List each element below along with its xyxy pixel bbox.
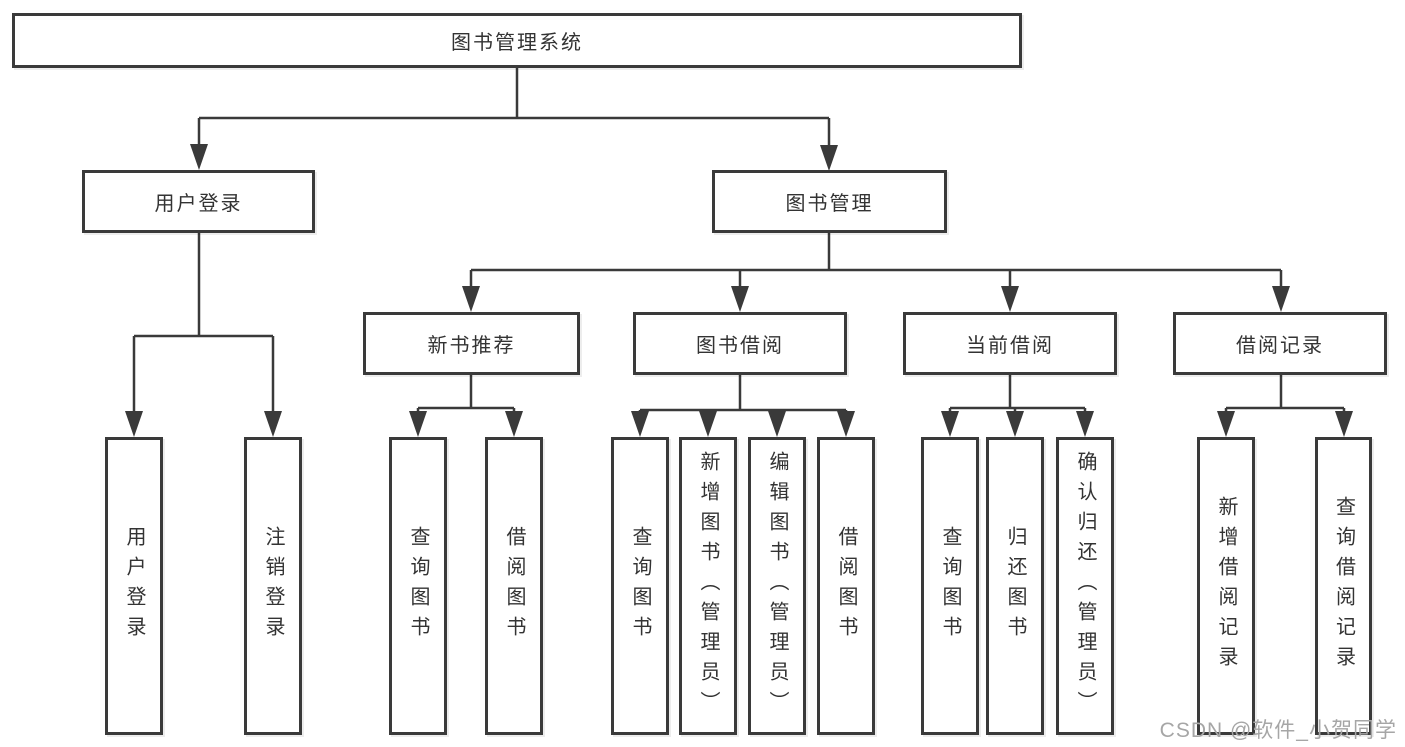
node-bb-add-books-admin-label: 新增图书（管理员） bbox=[697, 451, 719, 721]
connector-book-borrow-branch bbox=[638, 375, 848, 419]
connector-book-mgmt-branch bbox=[469, 233, 1283, 294]
arrow-icon bbox=[699, 411, 717, 437]
node-leaf-logout-label: 注销登录 bbox=[262, 526, 284, 646]
node-current-borrow-label: 当前借阅 bbox=[966, 335, 1054, 357]
node-bb-edit-books-admin-label: 编辑图书（管理员） bbox=[766, 451, 788, 721]
arrow-icon bbox=[631, 411, 649, 437]
node-cb-confirm-return-admin: 确认归还（管理员） bbox=[1056, 437, 1114, 735]
node-root: 图书管理系统 bbox=[12, 13, 1022, 68]
node-book-borrow-label: 图书借阅 bbox=[696, 335, 784, 357]
node-new-book-recommend: 新书推荐 bbox=[363, 312, 580, 375]
node-br-add-record: 新增借阅记录 bbox=[1197, 437, 1255, 735]
node-book-borrow: 图书借阅 bbox=[633, 312, 847, 375]
arrow-icon bbox=[1006, 411, 1024, 437]
node-cb-return-books: 归还图书 bbox=[986, 437, 1044, 735]
arrow-icon bbox=[1217, 411, 1235, 437]
node-leaf-logout: 注销登录 bbox=[244, 437, 302, 735]
arrow-icon bbox=[190, 144, 208, 170]
node-current-borrow: 当前借阅 bbox=[903, 312, 1117, 375]
node-bb-borrow-books: 借阅图书 bbox=[817, 437, 875, 735]
node-nbr-query-books-label: 查询图书 bbox=[407, 526, 429, 646]
node-cb-query-books: 查询图书 bbox=[921, 437, 979, 735]
node-root-label: 图书管理系统 bbox=[451, 32, 583, 54]
connector-user-login-branch bbox=[132, 233, 275, 419]
node-borrow-records: 借阅记录 bbox=[1173, 312, 1387, 375]
node-cb-query-books-label: 查询图书 bbox=[939, 526, 961, 646]
node-user-login: 用户登录 bbox=[82, 170, 315, 233]
node-br-add-record-label: 新增借阅记录 bbox=[1215, 496, 1237, 676]
arrow-icon bbox=[1001, 286, 1019, 312]
arrow-icon bbox=[1272, 286, 1290, 312]
arrow-icon bbox=[820, 145, 838, 171]
node-leaf-user-login: 用户登录 bbox=[105, 437, 163, 735]
node-nbr-query-books: 查询图书 bbox=[389, 437, 447, 735]
node-borrow-records-label: 借阅记录 bbox=[1236, 335, 1324, 357]
arrow-icon bbox=[462, 286, 480, 312]
node-br-query-record: 查询借阅记录 bbox=[1315, 437, 1372, 735]
arrow-icon bbox=[1335, 411, 1353, 437]
arrow-icon bbox=[505, 411, 523, 437]
connector-borrow-records-branch bbox=[1224, 375, 1346, 419]
node-bb-edit-books-admin: 编辑图书（管理员） bbox=[748, 437, 806, 735]
arrow-icon bbox=[731, 286, 749, 312]
node-user-login-label: 用户登录 bbox=[154, 193, 243, 215]
node-bb-add-books-admin: 新增图书（管理员） bbox=[679, 437, 737, 735]
csdn-watermark: CSDN @软件_小贺同学 bbox=[1159, 719, 1397, 742]
connector-root-branch bbox=[197, 68, 831, 153]
arrow-icon bbox=[1076, 411, 1094, 437]
node-bb-query-books-label: 查询图书 bbox=[629, 526, 651, 646]
node-bb-borrow-books-label: 借阅图书 bbox=[835, 526, 857, 646]
node-nbr-borrow-books-label: 借阅图书 bbox=[503, 526, 525, 646]
arrow-icon bbox=[409, 411, 427, 437]
arrow-icon bbox=[125, 411, 143, 437]
arrow-icon bbox=[768, 411, 786, 437]
node-bb-query-books: 查询图书 bbox=[611, 437, 669, 735]
node-br-query-record-label: 查询借阅记录 bbox=[1332, 496, 1355, 676]
arrow-icon bbox=[837, 411, 855, 437]
node-cb-return-books-label: 归还图书 bbox=[1004, 526, 1026, 646]
node-nbr-borrow-books: 借阅图书 bbox=[485, 437, 543, 735]
node-cb-confirm-return-admin-label: 确认归还（管理员） bbox=[1074, 451, 1096, 721]
node-book-management-label: 图书管理 bbox=[785, 193, 874, 215]
node-book-management: 图书管理 bbox=[712, 170, 947, 233]
connector-current-borrow-branch bbox=[948, 375, 1087, 419]
node-new-book-recommend-label: 新书推荐 bbox=[427, 335, 516, 357]
arrow-icon bbox=[941, 411, 959, 437]
connector-new-book-rec-branch bbox=[416, 375, 516, 419]
arrow-icon bbox=[264, 411, 282, 437]
node-leaf-user-login-label: 用户登录 bbox=[123, 526, 145, 646]
